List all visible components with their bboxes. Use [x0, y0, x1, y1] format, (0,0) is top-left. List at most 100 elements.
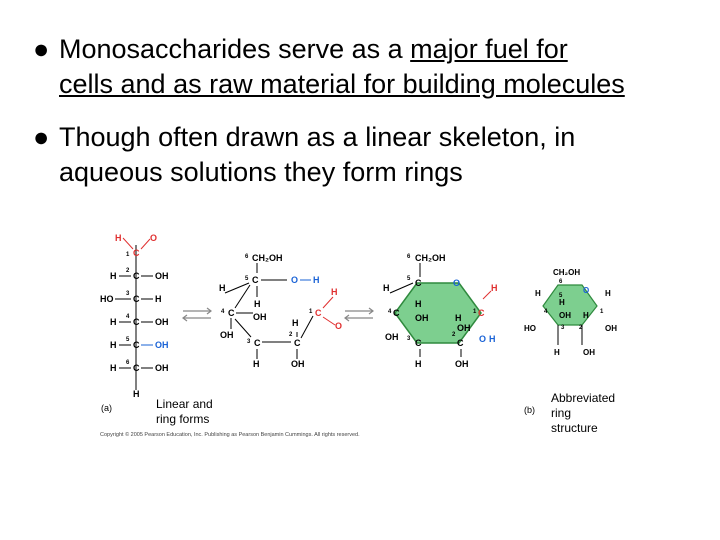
svg-text:C: C	[315, 308, 322, 318]
svg-text:C: C	[133, 294, 140, 304]
svg-text:OH: OH	[155, 363, 169, 373]
svg-text:H: H	[155, 294, 162, 304]
svg-text:H: H	[110, 340, 117, 350]
svg-text:OH: OH	[559, 311, 571, 320]
svg-text:5: 5	[245, 276, 249, 282]
svg-text:CH₂OH: CH₂OH	[553, 268, 580, 277]
svg-text:4: 4	[126, 314, 130, 320]
svg-text:C: C	[415, 278, 422, 288]
svg-text:1: 1	[126, 252, 130, 258]
underlined-phrase: major fuel for	[410, 34, 568, 64]
abbreviated-ring: CH₂OH 6 5 O H H H 4 OH H 1 HO OH 3 2 H O…	[524, 268, 617, 357]
svg-text:C: C	[228, 308, 235, 318]
svg-text:2: 2	[289, 332, 293, 338]
svg-text:O: O	[453, 278, 460, 288]
bullet-marker: ●	[33, 122, 50, 152]
panel-b-label: (b)	[524, 405, 535, 415]
svg-text:C: C	[393, 308, 400, 318]
svg-text:2: 2	[126, 268, 130, 274]
svg-text:O: O	[291, 275, 298, 285]
svg-text:OH: OH	[455, 359, 469, 369]
svg-text:OH: OH	[253, 312, 267, 322]
svg-text:OH: OH	[385, 332, 399, 342]
svg-text:OH: OH	[220, 330, 234, 340]
svg-text:1: 1	[473, 309, 477, 315]
svg-text:H: H	[115, 233, 122, 243]
equilibrium-arrows-2	[344, 307, 374, 322]
panel-a-label: (a)	[101, 403, 112, 413]
svg-text:HO: HO	[524, 324, 536, 333]
svg-text:H: H	[415, 299, 422, 309]
bullet-2-line2: aqueous solutions they form rings	[59, 157, 463, 187]
svg-text:H: H	[253, 359, 260, 369]
panel-a-caption: Linear and ring forms	[156, 397, 213, 426]
svg-text:C: C	[294, 338, 301, 348]
svg-text:C: C	[415, 338, 422, 348]
svg-text:5: 5	[407, 276, 411, 282]
bullet-1-line1: Monosaccharides serve as a	[59, 34, 411, 64]
svg-text:H: H	[535, 289, 541, 298]
svg-text:1: 1	[309, 309, 313, 315]
svg-text:OH: OH	[291, 359, 305, 369]
svg-text:H: H	[489, 334, 496, 344]
svg-text:C: C	[133, 363, 140, 373]
svg-text:C: C	[457, 338, 464, 348]
svg-text:2: 2	[579, 325, 583, 331]
svg-text:O: O	[583, 286, 589, 295]
svg-text:C: C	[133, 248, 140, 258]
svg-text:H: H	[110, 317, 117, 327]
svg-text:H: H	[583, 311, 589, 320]
svg-text:C: C	[478, 308, 485, 318]
svg-text:OH: OH	[415, 313, 429, 323]
svg-text:OH: OH	[155, 271, 169, 281]
svg-text:6: 6	[559, 279, 563, 285]
svg-text:C: C	[133, 317, 140, 327]
svg-text:H: H	[383, 283, 390, 293]
svg-text:H: H	[110, 271, 117, 281]
svg-text:H: H	[292, 318, 299, 328]
svg-text:H: H	[219, 283, 226, 293]
svg-text:OH: OH	[155, 317, 169, 327]
svg-text:3: 3	[407, 336, 411, 342]
bullet-2-text: Though often drawn as a linear skeleton,…	[59, 120, 575, 190]
svg-text:H: H	[559, 298, 565, 307]
svg-text:H: H	[455, 313, 462, 323]
svg-text:5: 5	[559, 293, 563, 299]
svg-text:C: C	[252, 275, 259, 285]
svg-text:4: 4	[388, 309, 392, 315]
svg-text:C: C	[133, 271, 140, 281]
svg-text:HO: HO	[100, 294, 114, 304]
svg-text:H: H	[110, 363, 117, 373]
panel-b-caption: Abbreviated ring structure	[551, 391, 616, 435]
svg-text:1: 1	[600, 309, 604, 315]
svg-text:O: O	[335, 321, 342, 331]
svg-text:4: 4	[544, 309, 548, 315]
svg-text:H: H	[605, 289, 611, 298]
svg-text:H: H	[133, 389, 140, 399]
copyright-notice: Copyright © 2005 Pearson Education, Inc.…	[100, 431, 360, 438]
svg-text:CH₂OH: CH₂OH	[252, 253, 283, 263]
bullet-1-line2: cells and as raw material for building m…	[59, 69, 625, 99]
svg-text:6: 6	[126, 360, 130, 366]
svg-text:C: C	[254, 338, 261, 348]
svg-text:H: H	[254, 299, 261, 309]
svg-text:OH: OH	[605, 324, 617, 333]
bullet-2-line1: Though often drawn as a linear skeleton,…	[59, 122, 576, 152]
svg-text:5: 5	[126, 337, 130, 343]
svg-text:3: 3	[126, 291, 130, 297]
svg-text:OH: OH	[583, 348, 595, 357]
svg-text:2: 2	[452, 332, 456, 338]
bullet-marker: ●	[33, 34, 50, 64]
svg-text:H: H	[491, 283, 498, 293]
svg-text:H: H	[313, 275, 320, 285]
svg-text:6: 6	[407, 254, 411, 260]
svg-text:OH: OH	[155, 340, 169, 350]
svg-text:O: O	[479, 334, 486, 344]
svg-text:4: 4	[221, 309, 225, 315]
svg-text:H: H	[415, 359, 422, 369]
